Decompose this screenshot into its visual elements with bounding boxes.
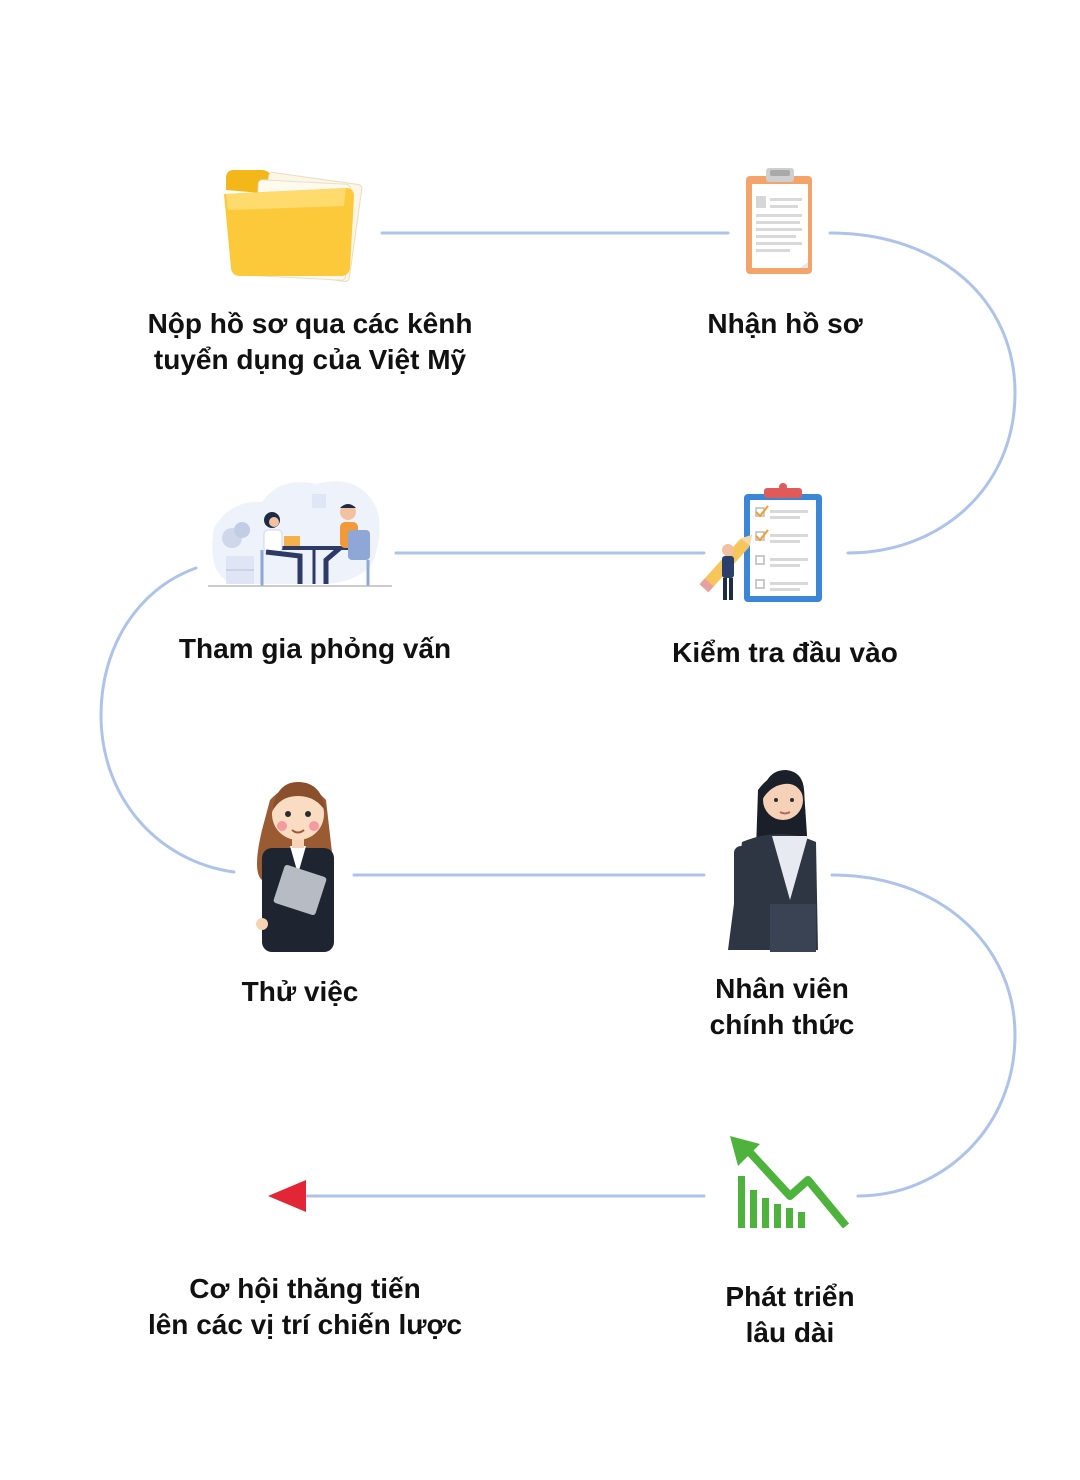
step-label-interview: Tham gia phỏng vấn — [178, 633, 452, 664]
official-employee-icon — [728, 770, 818, 952]
step-label-probation: Thử việc — [241, 976, 359, 1007]
step-label-develop: Phát triển lâu dài — [725, 1281, 855, 1348]
step-label-submit: Nộp hồ sơ qua các kênh tuyển dụng của Vi… — [147, 308, 473, 375]
growth-chart-icon — [730, 1136, 850, 1229]
connectors — [99, 231, 1017, 1198]
step-label-official: Nhân viên chính thức — [709, 973, 855, 1040]
step-label-test: Kiểm tra đầu vào — [672, 637, 898, 668]
probation-girl-icon — [256, 782, 334, 952]
connector-4-5 — [99, 566, 236, 874]
step-label-promotion: Cơ hội thăng tiến lên các vị trí chiến l… — [147, 1273, 463, 1340]
connector-2-3 — [828, 231, 1017, 555]
folder-icon — [224, 170, 363, 283]
checklist-clipboard-icon — [699, 483, 822, 602]
interview-scene-icon — [208, 481, 392, 587]
step-label-receive: Nhận hồ sơ — [707, 308, 863, 339]
document-clipboard-icon — [746, 168, 812, 274]
connector-6-7 — [830, 873, 1017, 1198]
arrow-left-icon — [268, 1180, 306, 1212]
